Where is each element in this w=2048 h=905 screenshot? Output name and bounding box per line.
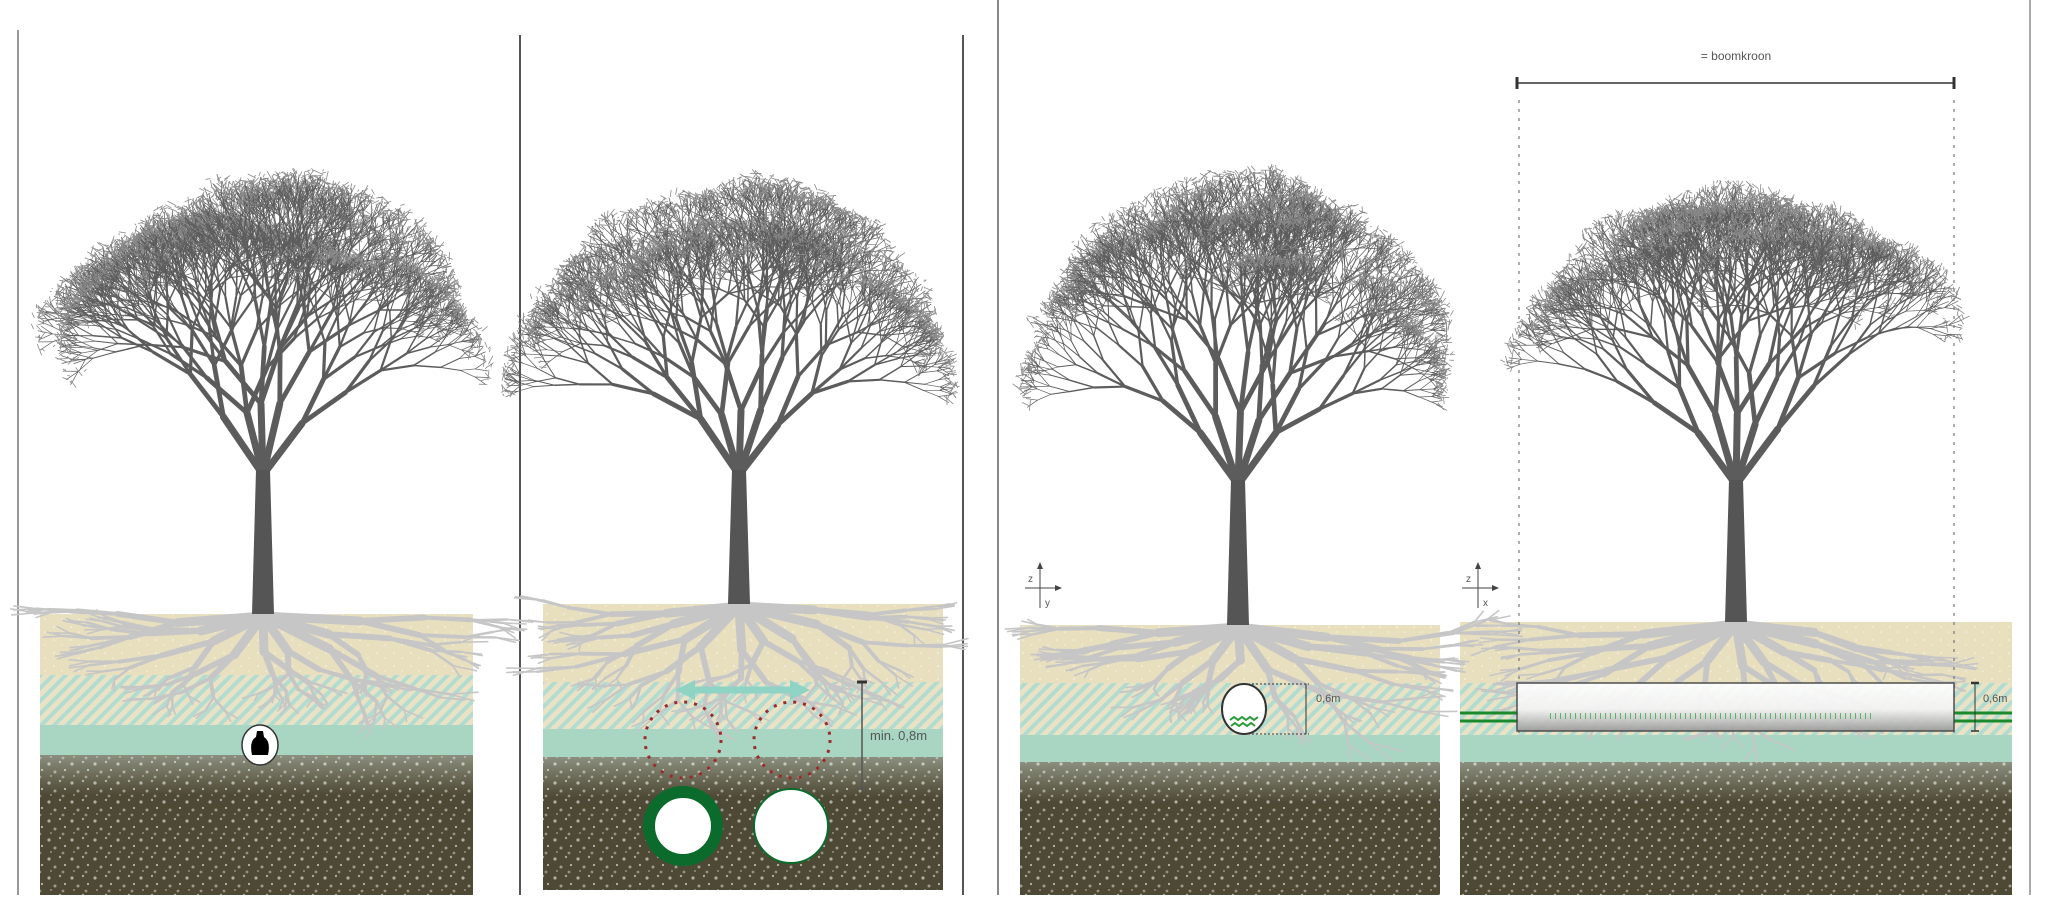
tree <box>9 167 535 738</box>
thick-wall-pipe <box>643 786 723 866</box>
pipe-cross-section <box>1221 683 1267 735</box>
pipe-long-section <box>1516 682 1955 732</box>
tree-trunk <box>1725 480 1747 622</box>
tree-crown <box>500 169 960 479</box>
tree-crown <box>1500 179 1970 489</box>
tree <box>1470 179 1979 764</box>
old-pipe-position-dashed-circle <box>643 700 723 780</box>
transition-layer <box>40 675 473 725</box>
groundwater-layer <box>543 729 943 757</box>
axis-indicator-icon: z y <box>1025 562 1062 609</box>
tree-trunk <box>252 470 274 614</box>
panel-3-annotations: z y 0,6m <box>1025 562 1340 735</box>
min-depth-label: min. 0,8m <box>870 728 927 743</box>
tree-roots <box>1004 609 1524 762</box>
drainage-gravel <box>1229 715 1259 728</box>
tree-crown <box>30 167 494 479</box>
tree <box>500 169 969 743</box>
old-pipe-position-dashed-circle <box>752 700 832 780</box>
horizontal-shift-arrow-icon <box>675 680 810 700</box>
pipe-diameter-label: 0,6m <box>1316 693 1340 705</box>
pipe-diameter-label: 0,6m <box>1983 693 2007 705</box>
existing-pipe-icon <box>241 724 279 766</box>
tree-trunk <box>1227 480 1249 625</box>
thin-wall-pipe <box>753 788 829 864</box>
tree-roots <box>505 595 969 743</box>
groundwater-layer <box>1020 735 1440 762</box>
axis-indicator-icon: z x <box>1462 562 1499 609</box>
crown-width-label: = boomkroon <box>1701 49 1771 63</box>
tree-roots <box>9 605 535 738</box>
tree-crown <box>1012 163 1455 489</box>
panel-4-annotations: = boomkroon z x 0,6m <box>1460 49 2012 735</box>
panel-2-annotations: min. 0,8m <box>643 680 927 866</box>
tree <box>1004 163 1524 762</box>
tree-trunk <box>728 470 750 604</box>
